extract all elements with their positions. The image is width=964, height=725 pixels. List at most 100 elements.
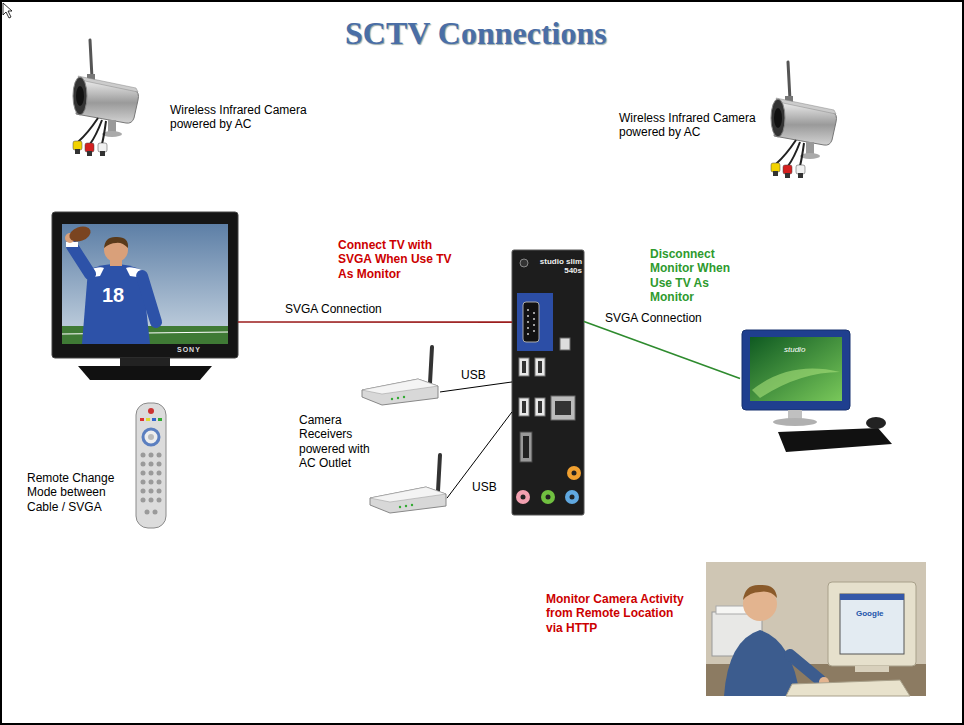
back-panel-drawing (512, 250, 584, 515)
monitor-drawing (866, 417, 886, 429)
remote-drawing (141, 480, 146, 485)
remote-drawing (157, 498, 162, 503)
back-panel-drawing (533, 312, 535, 314)
remote-drawing (157, 489, 162, 494)
cable-line (447, 412, 512, 498)
remote-user-photo (743, 585, 777, 600)
remote-drawing (141, 471, 146, 476)
mouse-cursor (3, 3, 12, 18)
back-panel-drawing (538, 361, 542, 373)
remote-user-photo (855, 666, 889, 672)
back-panel-drawing (551, 396, 575, 420)
back-panel-drawing (527, 333, 529, 335)
remote-drawing (149, 480, 154, 485)
back-panel-drawing (527, 321, 529, 323)
remote-drawing (141, 498, 146, 503)
remote-user-photo (790, 655, 820, 680)
tv-drawing (78, 366, 212, 380)
back-panel-drawing (519, 398, 529, 416)
back-panel-drawing (521, 495, 526, 500)
back-panel-drawing (533, 318, 535, 320)
back-panel-drawing (517, 293, 553, 351)
jersey-number: 18 (102, 285, 124, 305)
remote-drawing (141, 453, 146, 458)
instruction-note: Connect TV with SVGA When Use TV As Moni… (338, 238, 456, 281)
monitor-picture: studio (740, 328, 894, 454)
node-text: Monitor Camera Activity from Remote Loca… (546, 592, 688, 635)
remote-drawing (149, 489, 154, 494)
back-panel-drawing (520, 432, 532, 462)
tv-picture: SONY (52, 212, 238, 382)
monitor-drawing (750, 337, 842, 401)
camera-receiver: Camera Receivers powered with AC Outlet (360, 343, 440, 405)
back-panel-drawing (527, 315, 529, 317)
tv-drawing (52, 212, 238, 380)
back-panel-drawing (541, 490, 555, 504)
tv-drawing (67, 224, 92, 245)
remote-drawing (141, 489, 146, 494)
node-text: Camera Receivers powered with AC Outlet (299, 413, 377, 471)
cable-line (238, 321, 512, 323)
back-panel-drawing (522, 401, 526, 413)
tv-drawing (52, 212, 238, 358)
back-panel-drawing (572, 471, 577, 476)
tv-drawing (62, 224, 228, 344)
tv-drawing (72, 246, 90, 274)
back-panel-drawing (520, 259, 528, 267)
back-panel-drawing (533, 330, 535, 332)
remote-drawing (143, 429, 159, 445)
back-panel-drawing (560, 338, 570, 350)
remote-drawing (153, 510, 158, 515)
connection-label: SVGA Connection (603, 311, 704, 325)
remote-user-photo (706, 562, 926, 696)
back-panel-drawing (516, 490, 530, 504)
screen-text: Google (856, 610, 884, 618)
back-panel-drawing (527, 327, 529, 329)
computer-back-panel: studio slim 540s (512, 250, 584, 515)
back-panel-drawing (519, 358, 529, 376)
remote-user-photo: Monitor Camera Activity from Remote Loca… (706, 562, 926, 696)
remote-user-photo (786, 680, 910, 696)
connection-label: USB (470, 480, 499, 494)
camera-receiver (368, 453, 447, 514)
remote-user-photo (828, 582, 916, 666)
back-panel-drawing (535, 358, 545, 376)
remote-drawing (148, 434, 154, 440)
monitor-drawing (778, 428, 892, 452)
remote-drawing (152, 418, 156, 421)
monitor-drawing (742, 330, 850, 410)
remote-drawing (157, 453, 162, 458)
node-text: Remote Change Mode between Cable / SVGA (27, 471, 119, 514)
instruction-note: Disconnect Monitor When Use TV As Monito… (650, 247, 738, 305)
back-panel-drawing (523, 436, 529, 458)
remote-drawing (157, 462, 162, 467)
remote-drawing (149, 453, 154, 458)
tv-drawing (66, 242, 78, 247)
node-text: studio slim 540s (536, 258, 582, 276)
back-panel-drawing (523, 302, 539, 342)
remote-control: Remote Change Mode between Cable / SVGA (133, 400, 168, 530)
remote-drawing (136, 403, 166, 528)
back-panel-drawing (535, 398, 545, 416)
remote-drawing (158, 418, 162, 421)
tv-drawing (104, 237, 128, 248)
cable-line (440, 382, 512, 392)
remote-user-photo (706, 562, 926, 696)
receiver-drawing (370, 455, 446, 513)
tv-drawing (142, 276, 156, 322)
back-panel-drawing (527, 309, 529, 311)
remote-drawing (141, 453, 162, 515)
back-panel-drawing (512, 250, 584, 515)
remote-drawing (149, 471, 154, 476)
back-panel-drawing (570, 495, 575, 500)
cable-line (584, 322, 740, 379)
tv-drawing (120, 358, 170, 366)
back-panel-drawing (527, 309, 535, 335)
camera-drawing (73, 40, 139, 156)
connection-label: SVGA Connection (283, 302, 384, 316)
remote-drawing (145, 510, 150, 515)
back-panel-drawing (546, 495, 551, 500)
